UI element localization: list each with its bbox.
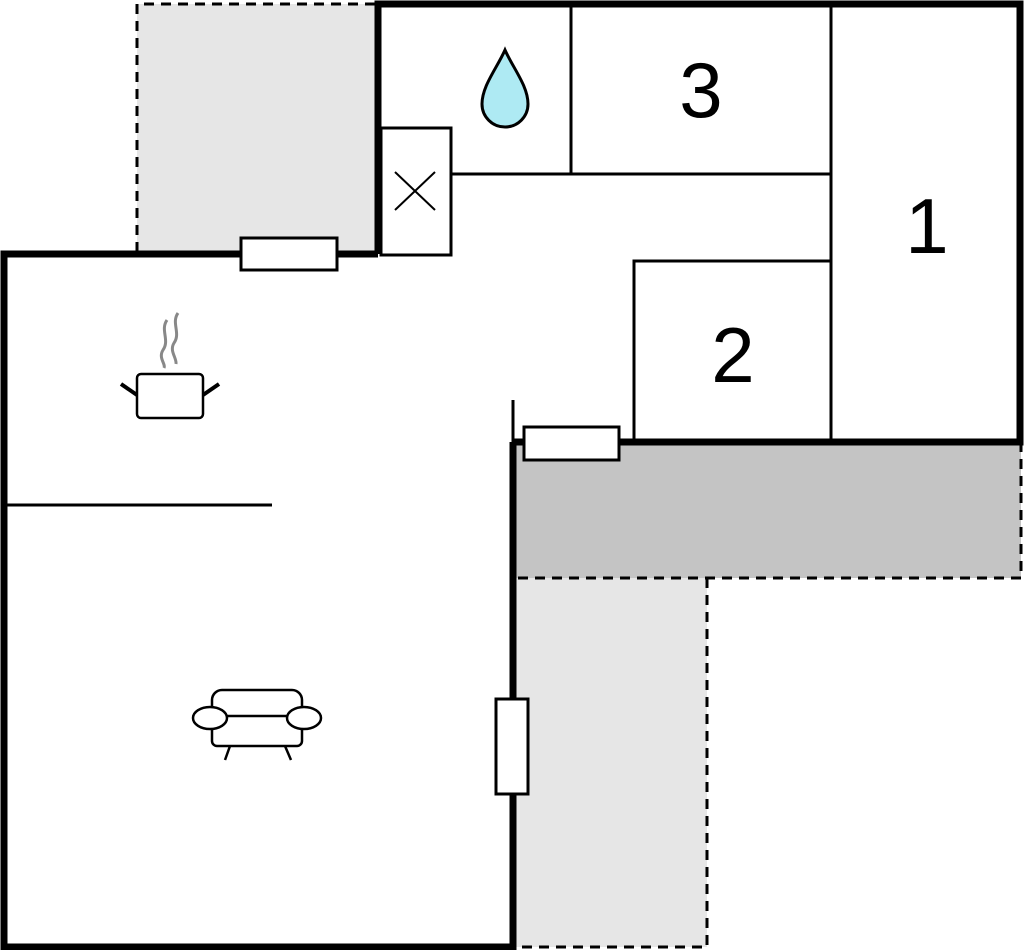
ventilation-shaft	[379, 126, 453, 257]
terrace-bottom-border	[513, 578, 709, 949]
pot-handle-left	[119, 382, 139, 397]
room-label-2: 2	[711, 311, 754, 399]
window-top	[239, 236, 339, 272]
exterior-wall-lower	[0, 250, 517, 950]
terrace-right	[513, 442, 1021, 578]
sofa-arm-right	[285, 705, 323, 731]
room-label-3: 3	[679, 46, 722, 134]
exterior-wall-upper	[374, 0, 1024, 446]
terrace-areas	[137, 4, 1021, 947]
terrace-right-border	[513, 442, 1023, 580]
sofa-leg-right	[283, 745, 293, 761]
terrace-bottom	[513, 578, 707, 947]
terrace-top-left-border	[135, 2, 378, 252]
steam-line-2	[170, 312, 180, 365]
wall-bed2	[632, 259, 831, 442]
window-bottom	[494, 697, 530, 796]
sofa-leg-left	[223, 745, 232, 761]
steam-line-1	[159, 319, 169, 369]
ventilation-shaft-icon-b	[394, 171, 436, 211]
pot-body	[135, 372, 205, 420]
cooking-pot-icon	[119, 312, 221, 420]
terrace-top-left	[137, 4, 378, 254]
terrace-borders	[135, 2, 1023, 949]
sofa-arm-left	[191, 705, 229, 731]
windows	[239, 236, 621, 796]
room-label-1: 1	[905, 182, 948, 270]
sofa-icon	[191, 688, 323, 761]
window-right	[522, 425, 621, 462]
pot-handle-right	[201, 382, 221, 397]
water-drop-icon	[480, 46, 530, 129]
interior-walls	[4, 4, 833, 507]
sofa-seat	[210, 714, 304, 748]
